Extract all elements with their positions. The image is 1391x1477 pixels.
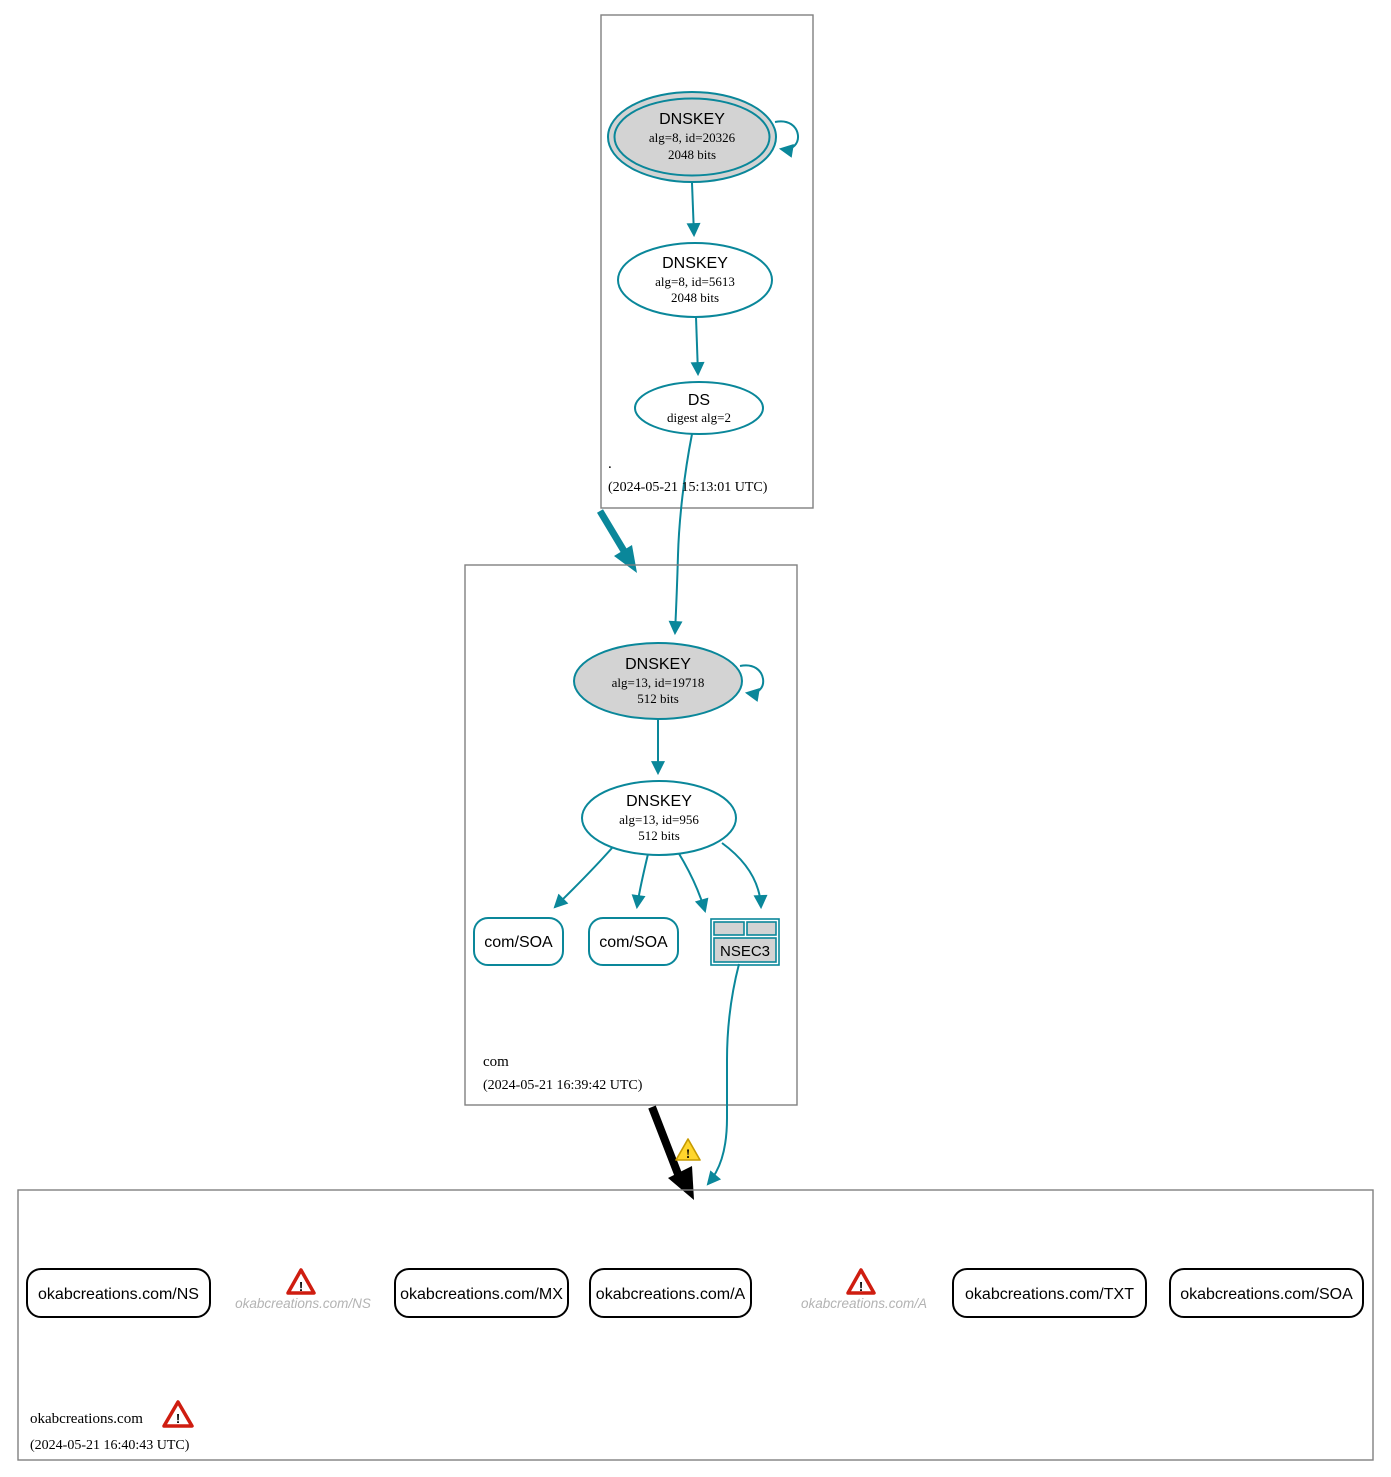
node-rrset-a[interactable]: okabcreations.com/A xyxy=(589,1268,752,1318)
delegation-warning-icon[interactable]: ! xyxy=(675,1138,701,1161)
edge-com-ksk-self-sign xyxy=(739,664,764,702)
edge-root-ksk-self-sign xyxy=(774,120,799,158)
node-rrset-soa[interactable]: okabcreations.com/SOA xyxy=(1169,1268,1364,1318)
root-ksk-detail: alg=8, id=20326 xyxy=(649,130,736,145)
rrset-ns-label: okabcreations.com/NS xyxy=(38,1286,199,1303)
node-com-soa-1[interactable]: com/SOA xyxy=(473,917,564,966)
node-rrset-mx[interactable]: okabcreations.com/MX xyxy=(394,1268,569,1318)
domain-zone-timestamp: (2024-05-21 16:40:43 UTC) xyxy=(30,1438,190,1453)
node-com-soa-2[interactable]: com/SOA xyxy=(588,917,679,966)
rrset-ns-error-label: okabcreations.com/NS xyxy=(235,1296,371,1311)
edge-root-ksk-to-zsk xyxy=(686,182,701,238)
rrset-a-error-label: okabcreations.com/A xyxy=(801,1296,927,1311)
rrset-mx-label: okabcreations.com/MX xyxy=(400,1286,563,1303)
root-ksk-type: DNSKEY xyxy=(659,111,725,128)
error-bang: ! xyxy=(176,1411,180,1426)
node-rrset-ns[interactable]: okabcreations.com/NS xyxy=(26,1268,211,1318)
edge-com-zsk-to-soa2 xyxy=(631,853,649,910)
edge-secure-delegation-root-to-com xyxy=(596,509,637,573)
error-icon[interactable]: ! xyxy=(846,1268,876,1295)
root-zsk-detail: alg=8, id=5613 xyxy=(655,274,735,289)
edge-root-zsk-to-ds xyxy=(690,316,705,377)
domain-zone-box xyxy=(17,1189,1374,1461)
com-zone-box xyxy=(464,564,798,1106)
error-icon[interactable]: ! xyxy=(286,1268,316,1295)
nsec3-label: NSEC3 xyxy=(720,943,770,960)
root-zone-name: . xyxy=(608,456,612,472)
root-ksk-size: 2048 bits xyxy=(668,147,716,162)
rrset-txt-label: okabcreations.com/TXT xyxy=(965,1286,1134,1303)
domain-zone-error-icon[interactable]: ! xyxy=(162,1400,194,1428)
root-zsk-size: 2048 bits xyxy=(671,290,719,305)
ds-type: DS xyxy=(688,392,710,409)
edge-com-zsk-to-nsec3-left xyxy=(677,851,709,914)
root-zone-box xyxy=(600,14,814,509)
domain-zone-name: okabcreations.com xyxy=(30,1411,143,1427)
node-com-ksk-dnskey[interactable]: DNSKEY alg=13, id=19718 512 bits xyxy=(573,642,743,720)
rrset-a-error[interactable]: ! okabcreations.com/A xyxy=(801,1268,927,1311)
com-ksk-size: 512 bits xyxy=(637,691,679,706)
com-zsk-size: 512 bits xyxy=(638,828,680,843)
edge-nsec3-to-domain xyxy=(706,963,740,1186)
root-zone-timestamp: (2024-05-21 15:13:01 UTC) xyxy=(608,480,768,495)
com-soa-1-label: com/SOA xyxy=(484,934,553,951)
ds-detail: digest alg=2 xyxy=(667,410,731,425)
warning-bang: ! xyxy=(686,1146,690,1161)
error-bang: ! xyxy=(299,1279,303,1294)
node-root-ksk-dnskey[interactable]: DNSKEY alg=8, id=20326 2048 bits xyxy=(607,91,777,183)
rrset-ns-error[interactable]: ! okabcreations.com/NS xyxy=(235,1268,371,1311)
node-rrset-txt[interactable]: okabcreations.com/TXT xyxy=(952,1268,1147,1318)
node-root-ds[interactable]: DS digest alg=2 xyxy=(634,381,764,435)
com-ksk-type: DNSKEY xyxy=(625,656,691,673)
node-com-zsk-dnskey[interactable]: DNSKEY alg=13, id=956 512 bits xyxy=(581,780,737,856)
com-soa-2-label: com/SOA xyxy=(599,934,668,951)
com-zone-name: com xyxy=(483,1054,509,1070)
rrset-a-label: okabcreations.com/A xyxy=(596,1286,746,1303)
node-root-zsk-dnskey[interactable]: DNSKEY alg=8, id=5613 2048 bits xyxy=(617,242,773,318)
edge-com-zsk-to-nsec3-right xyxy=(721,842,768,910)
edge-ds-to-com-ksk xyxy=(668,433,693,636)
edge-com-zsk-to-soa1 xyxy=(553,847,613,909)
error-bang: ! xyxy=(859,1279,863,1294)
node-nsec3[interactable]: NSEC3 xyxy=(710,918,780,966)
root-zsk-type: DNSKEY xyxy=(662,255,728,272)
edge-insecure-delegation-com-to-domain xyxy=(648,1105,694,1200)
com-zone-timestamp: (2024-05-21 16:39:42 UTC) xyxy=(483,1078,643,1093)
com-ksk-detail: alg=13, id=19718 xyxy=(612,675,705,690)
com-zsk-type: DNSKEY xyxy=(626,793,692,810)
rrset-soa-label: okabcreations.com/SOA xyxy=(1180,1286,1353,1303)
com-zsk-detail: alg=13, id=956 xyxy=(619,812,699,827)
